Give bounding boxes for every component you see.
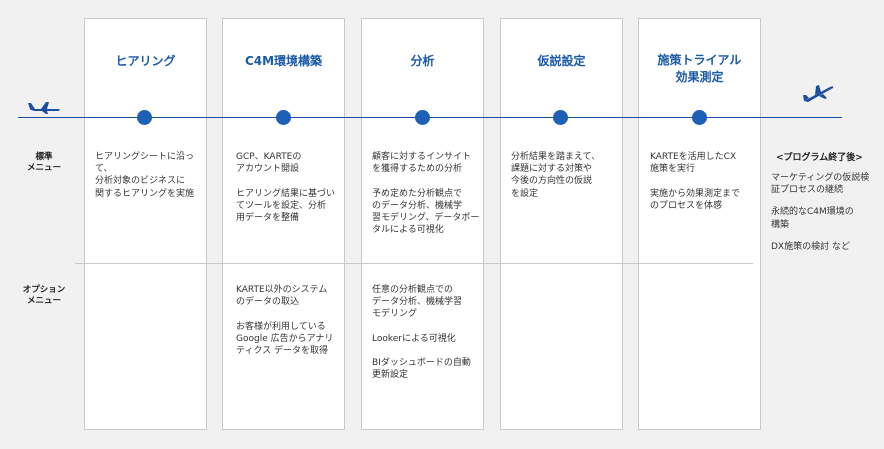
after-program-item: 永続的なC4M環境の 構築 <box>771 207 854 230</box>
menu-divider <box>75 263 753 264</box>
standard-text-analysis: 顧客に対するインサイト を獲得するための分析 予め定めた分析観点で のデータ分析… <box>372 152 480 236</box>
standard-text-trial: KARTEを活用したCX 施策を実行 実施から効果測定まで のプロセスを体感 <box>650 152 741 211</box>
stage-card-hearing: ヒアリング <box>84 18 207 430</box>
airplane-takeoff-icon <box>28 102 60 114</box>
timeline-dot-environment <box>276 110 291 125</box>
airplane-landing-icon <box>803 85 834 102</box>
timeline-dot-analysis <box>415 110 430 125</box>
option-text-analysis: 任意の分析観点での データ分析、機械学習 モデリング Lookerによる可視化 … <box>372 285 471 381</box>
stage-title-environment: C4M環境構築 <box>244 54 323 68</box>
stage-card-hypothesis: 仮説設定 <box>500 18 623 430</box>
row-label-option: オプション メニュー <box>22 285 66 306</box>
stage-title-hearing: ヒアリング <box>115 54 176 68</box>
after-program-list: マーケティングの仮説検 証プロセスの継続 永続的なC4M環境の 構築 DX施策の… <box>771 172 876 263</box>
after-program-item: DX施策の検討 など <box>771 241 850 252</box>
stage-title-hypothesis: 仮説設定 <box>537 54 586 68</box>
timeline-dot-hypothesis <box>553 110 568 125</box>
row-label-standard: 標準 メニュー <box>26 152 61 173</box>
stage-card-trial: 施策トライアル 効果測定 <box>638 18 761 430</box>
timeline-dot-hearing <box>137 110 152 125</box>
stage-card-analysis: 分析 <box>361 18 484 430</box>
stage-card-environment: C4M環境構築 <box>222 18 345 430</box>
after-program-item: マーケティングの仮説検 証プロセスの継続 <box>771 173 870 196</box>
stage-title-trial: 施策トライアル 効果測定 <box>657 53 742 84</box>
option-text-environment: KARTE以外のシステム のデータの取込 お客様が利用している Google 広… <box>236 285 334 357</box>
stage-title-analysis: 分析 <box>410 54 435 68</box>
after-program-title: <プログラム終了後> <box>776 153 863 163</box>
standard-text-hearing: ヒアリングシートに沿って、 分析対象のビジネスに 関するヒアリングを実施 <box>95 152 195 199</box>
standard-text-environment: GCP、KARTEの アカウント開設 ヒアリング結果に基づい てツールを設定、分… <box>236 152 336 224</box>
timeline-line <box>18 117 842 118</box>
standard-text-hypothesis: 分析結果を踏まえて、 課題に対する対策や 今後の方向性の仮説 を設定 <box>511 152 601 199</box>
timeline-dot-trial <box>692 110 707 125</box>
